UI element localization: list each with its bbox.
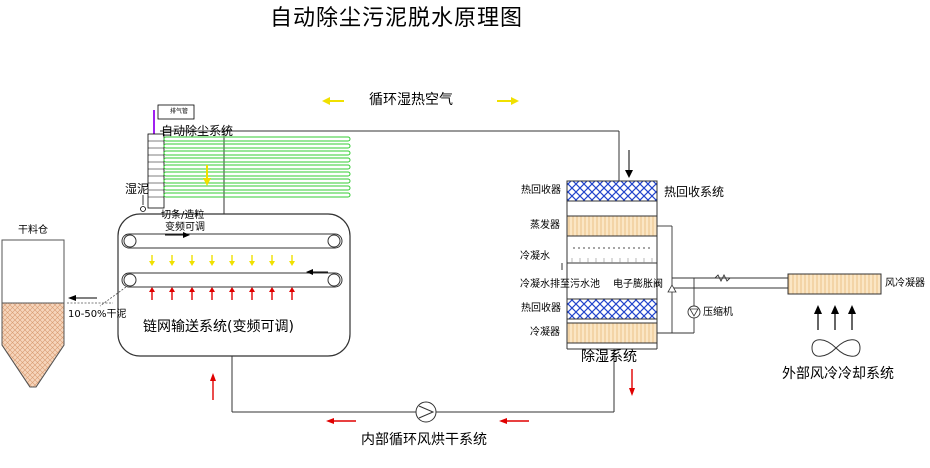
loop-arrow-left-2 [499,418,529,424]
circulating-air-label: 循环湿热空气 [369,92,453,108]
red-arrows-row [149,287,295,300]
circulation-fan-icon [415,401,437,423]
heat-recovery-block-bottom [566,298,658,320]
dry-silo-label: 干料仓 [18,225,48,236]
yellow-arrows-row [149,255,295,266]
loop-arrow-up [210,373,216,400]
condensate-tray [561,247,658,270]
yellow-down-arrow-filter [203,165,211,186]
air-condenser-block [787,273,882,295]
heat-recovery-label-bottom: 热回收器 [521,303,561,314]
discharge-chute [67,286,127,307]
dust-filter-stack [147,133,165,209]
dust-system-label: 自动除尘系统 [161,124,234,138]
internal-loop-label: 内部循环风烘干系统 [361,432,487,448]
green-cooling-pipes [163,136,351,198]
dehumid-system-label: 除湿系统 [581,349,637,365]
dry-silo [1,239,65,388]
loop-arrow-down [629,369,635,396]
chain-system-label: 链网输送系统(变频可调) [143,319,294,335]
heat-recovery-system-label: 热回收系统 [664,185,725,199]
heat-recovery-block-top [566,180,658,202]
loop-arrow-left-1 [326,418,356,424]
condensate-drain-label: 冷凝水排至污水池 [520,279,600,290]
external-cooling-label: 外部风冷冷却系统 [782,366,894,382]
lower-flow-arrow [306,269,328,275]
freq-top-label: 变频可调 [165,222,205,233]
internal-loop-duct [231,349,615,413]
air-arrow-left [322,97,344,105]
condenser-label: 冷凝器 [530,327,560,338]
air-condenser-label: 风冷凝器 [885,278,925,289]
evaporator-block [566,215,658,237]
compressor-label: 压缩机 [703,307,733,318]
cutting-label: 切条/造粒 [161,210,205,221]
upper-conveyor [121,233,343,249]
expansion-valve-label: 电子膨胀阀 [613,279,663,290]
upper-flow-arrow [165,232,190,238]
expansion-valve-icon [667,284,677,293]
page-title: 自动除尘污泥脱水原理图 [270,6,524,31]
heat-recovery-label-top: 热回收器 [521,185,561,196]
external-fan-icon [811,339,861,357]
condenser-block [566,322,658,344]
cooling-arrows [814,305,856,330]
refrigerant-piping [657,225,788,334]
wet-sludge-label: 湿泥 [125,182,150,196]
dryer-chamber [117,213,351,357]
compressor-icon [687,305,701,319]
discharge-arrow [68,295,97,301]
dry-sludge-label: 10-50%干泥 [68,309,127,320]
condensate-label: 冷凝水 [520,251,550,262]
evaporator-label: 蒸发器 [530,220,560,231]
exhaust-tube-box [153,104,195,134]
down-arrow-dehumidifier [625,150,633,178]
air-arrow-right [497,97,519,105]
exhaust-tube-label: 排气管 [170,108,189,115]
